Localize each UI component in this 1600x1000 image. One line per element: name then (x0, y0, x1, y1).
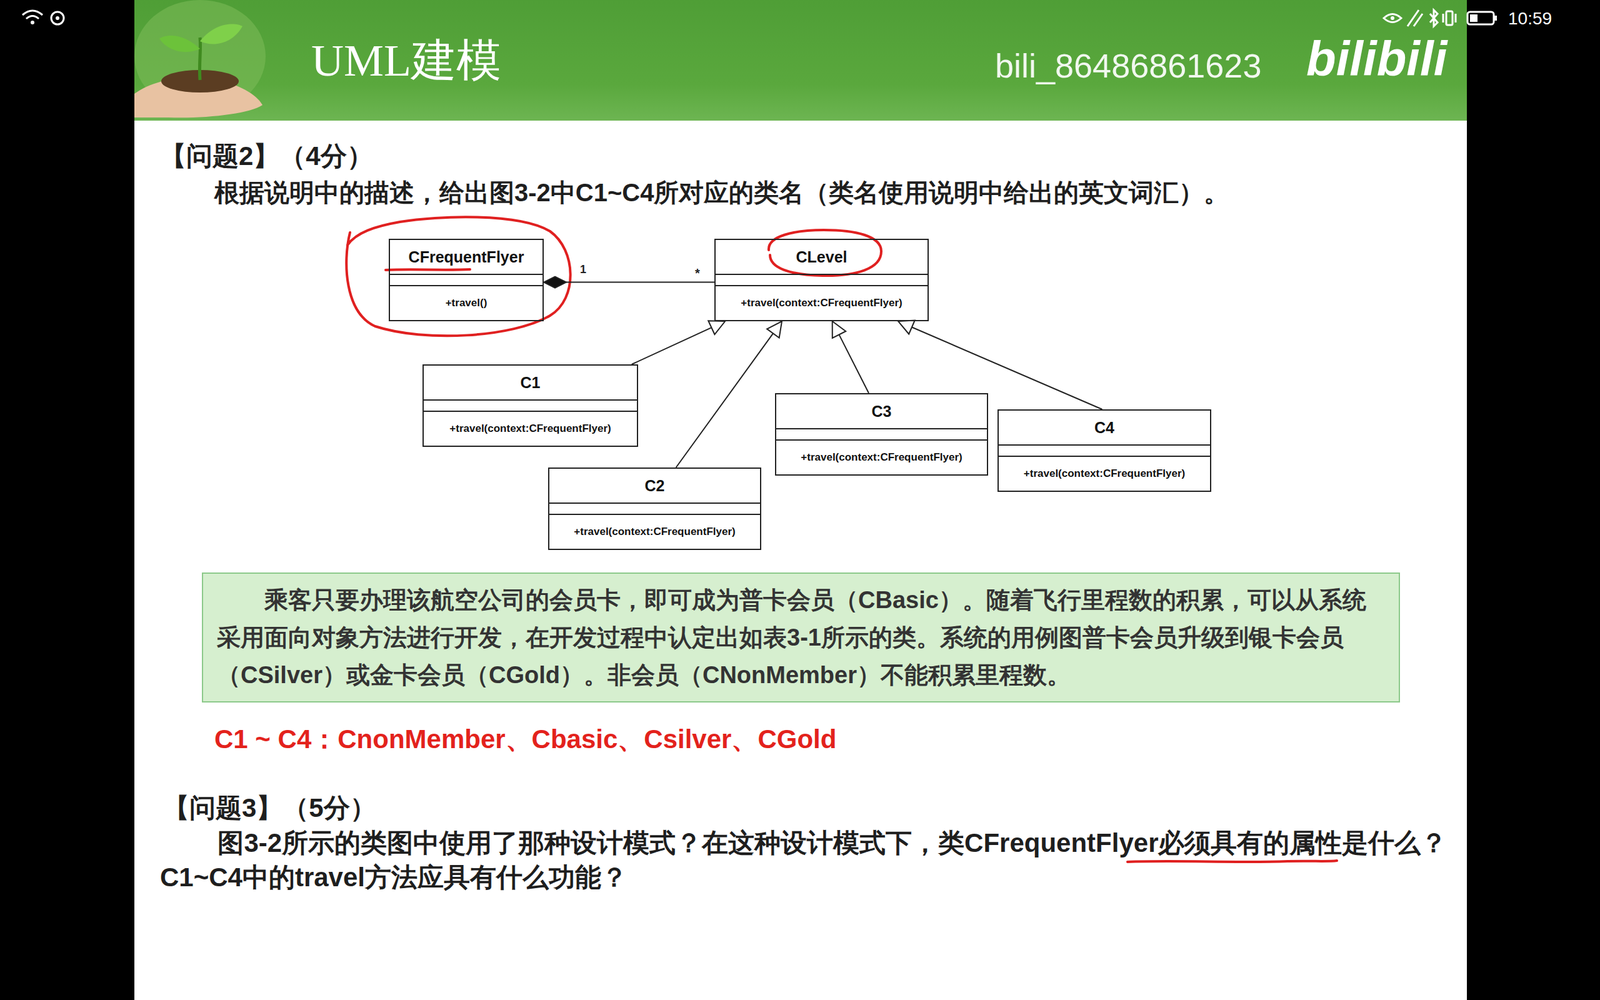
class-name: C2 (549, 468, 760, 504)
inheritance-arrowhead (708, 320, 725, 335)
pen-icon (1407, 10, 1423, 27)
description-text: 乘客只要办理该航空公司的会员卡，即可成为普卡会员（CBasic）。随着飞行里程数… (216, 581, 1385, 694)
photo-glow (134, 0, 266, 113)
class-box: CLevel +travel(context:CFrequentFlyer) (714, 238, 929, 322)
eye-pupil (1390, 16, 1395, 20)
sprout-leaf (159, 35, 200, 52)
connector-line (839, 334, 870, 394)
hand-drawn-underline (385, 269, 470, 270)
method-text: +travel(context:CFrequentFlyer) (423, 411, 637, 446)
class-box: C3 +travel(context:CFrequentFlyer) (775, 393, 989, 476)
inheritance-arrowhead (766, 321, 782, 339)
sync-icon (51, 11, 64, 25)
hand-drawn-underline (1127, 860, 1337, 862)
inheritance-connector (676, 321, 782, 468)
attribute-compartment (549, 503, 760, 515)
multiplicity: * (695, 265, 700, 282)
composition-connector (543, 276, 715, 289)
red-annotations (346, 216, 1337, 862)
class-name: CFrequentFlyer (390, 240, 543, 275)
class-box: C2 +travel(context:CFrequentFlyer) (548, 467, 762, 550)
hand-shape (134, 77, 263, 118)
method-text: +travel(context:CFrequentFlyer) (776, 440, 987, 475)
vibrate-icon (1446, 11, 1453, 25)
eye-icon (1383, 14, 1402, 23)
logo-watermark: bilibili (1306, 27, 1447, 91)
vibrate-lines (1443, 13, 1456, 23)
method-text: +travel(context:CFrequentFlyer) (549, 515, 760, 549)
connector-line (911, 327, 1103, 410)
class-name: C4 (998, 410, 1210, 446)
header-illustration (134, 0, 266, 118)
class-name: C3 (776, 394, 987, 430)
question-text: 根据说明中的描述，给出图3-2中C1~C4所对应的类名（类名使用说明中给出的英文… (214, 176, 1462, 209)
hand-drawn-loop (346, 216, 570, 336)
question-heading: 【问题2】（4分） (160, 138, 374, 174)
inheritance-arrowhead (832, 321, 847, 339)
bluetooth-icon (1430, 10, 1438, 27)
question-text: 图3-2所示的类图中使用了那种设计模式？在这种设计模式下，类CFrequentF… (160, 825, 1457, 895)
header-title: UML建模 (311, 30, 502, 91)
composition-diamond (543, 276, 567, 289)
multiplicity: 1 (580, 262, 587, 277)
method-text: +travel(context:CFrequentFlyer) (715, 286, 928, 320)
header-band: UML建模 (134, 0, 1467, 121)
inheritance-arrowhead (898, 320, 915, 335)
method-text: +travel() (390, 286, 543, 320)
attribute-compartment (715, 275, 928, 287)
wifi-dot (30, 20, 35, 25)
sprout-leaf (200, 23, 243, 44)
attribute-compartment (776, 429, 987, 441)
sprout-stem (199, 37, 200, 80)
inheritance-connector (898, 320, 1103, 410)
class-box: C1 +travel(context:CFrequentFlyer) (422, 364, 639, 447)
battery-level (1470, 14, 1478, 22)
sync-icon-dot (55, 16, 60, 20)
inheritance-connector (832, 321, 869, 394)
class-box: C4 +travel(context:CFrequentFlyer) (997, 409, 1212, 492)
class-name: C1 (423, 365, 637, 401)
attribute-compartment (390, 275, 543, 287)
answer-text: C1 ~ C4：CnonMember、Cbasic、Csilver、CGold (214, 721, 837, 757)
attribute-compartment (998, 445, 1210, 457)
soil-mound (161, 70, 239, 93)
method-text: +travel(context:CFrequentFlyer) (998, 456, 1210, 491)
connector-line (631, 327, 712, 365)
status-time: 10:59 (1508, 7, 1552, 30)
battery-tip (1494, 15, 1497, 21)
description-box: 乘客只要办理该航空公司的会员卡，即可成为普卡会员（CBasic）。随着飞行里程数… (201, 572, 1400, 703)
wifi-icon (22, 10, 43, 19)
inheritance-connector (631, 320, 726, 365)
connector-line (676, 333, 774, 468)
attribute-compartment (423, 400, 637, 412)
battery-icon (1467, 11, 1494, 25)
status-icons-right (1383, 10, 1497, 27)
class-box: CFrequentFlyer +travel() (388, 238, 544, 322)
watermark: bili_86486861623 (995, 43, 1262, 88)
connector-line (566, 281, 715, 284)
status-icons-left (22, 10, 64, 25)
question-heading: 【问题3】（5分） (163, 790, 377, 825)
class-name: CLevel (715, 240, 928, 275)
